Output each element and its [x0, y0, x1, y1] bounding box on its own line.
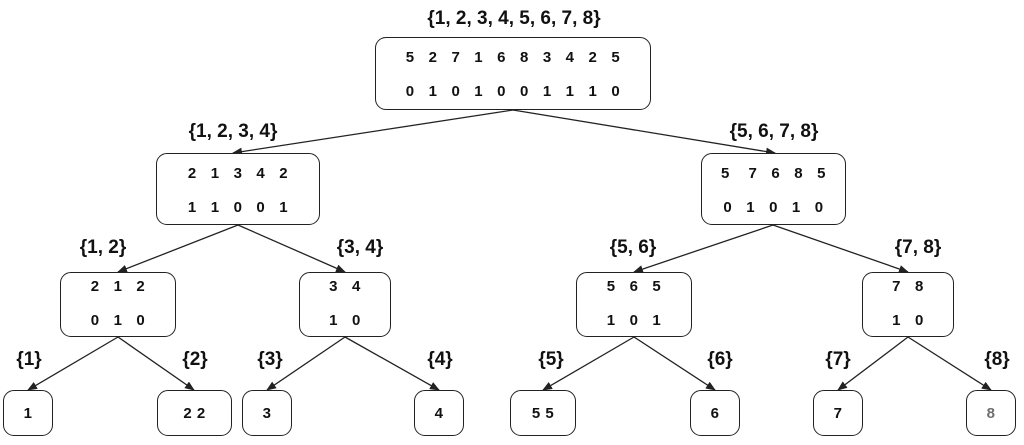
node-5678: 5 7 6 8 5 0 1 0 1 0 — [701, 153, 846, 225]
node-34-bits: 1 0 — [329, 312, 361, 329]
edge-56-5 — [542, 336, 635, 391]
edge-34-4 — [344, 336, 440, 391]
leaf-7-label: {7} — [825, 349, 851, 370]
leaf-5-label: {5} — [538, 349, 564, 370]
edge-78-7 — [837, 336, 909, 391]
leaf-2: 2 2 — [157, 390, 232, 436]
node-1234-bits: 1 1 0 0 1 — [187, 199, 289, 216]
leaf-1-label: {1} — [16, 349, 42, 370]
edge-root-5678 — [512, 109, 776, 156]
edge-34-3 — [266, 336, 346, 391]
leaf-2-value: 2 2 — [183, 404, 206, 422]
leaf-5-value: 5 5 — [531, 404, 555, 422]
edge-5678-56 — [633, 224, 774, 273]
node-1234-label: {1, 2, 3, 4} — [188, 121, 278, 142]
node-56: 5 6 5 1 0 1 — [576, 272, 692, 337]
leaf-8: 8 — [966, 390, 1016, 436]
node-78-label: {7, 8} — [894, 237, 942, 258]
root-values: 5 2 7 1 6 8 3 4 2 5 — [405, 49, 621, 66]
node-12: 2 1 2 0 1 0 — [60, 272, 176, 337]
edge-12-2 — [117, 336, 195, 391]
edge-12-1 — [27, 336, 119, 391]
leaf-6-label: {6} — [707, 349, 733, 370]
leaf-7: 7 — [813, 390, 863, 436]
node-1234-values: 2 1 3 4 2 — [187, 165, 289, 182]
node-12-values: 2 1 2 — [90, 278, 146, 295]
leaf-3-value: 3 — [262, 404, 272, 422]
leaf-2-label: {2} — [182, 349, 208, 370]
node-12-label: {1, 2} — [79, 237, 127, 258]
node-56-values: 5 6 5 — [606, 278, 662, 295]
node-5678-bits: 0 1 0 1 0 — [723, 199, 824, 216]
leaf-4: 4 — [414, 390, 464, 436]
leaf-3-label: {3} — [257, 349, 283, 370]
node-56-bits: 1 0 1 — [606, 312, 662, 329]
edge-root-1234 — [232, 109, 514, 156]
node-34-label: {3, 4} — [336, 237, 384, 258]
leaf-6-value: 6 — [710, 404, 720, 422]
node-5678-values: 5 7 6 8 5 — [721, 165, 826, 182]
edge-78-8 — [907, 336, 992, 391]
node-78: 7 8 1 0 — [862, 272, 954, 337]
node-78-values: 7 8 — [892, 278, 924, 295]
leaf-1: 1 — [3, 390, 53, 436]
leaf-8-value: 8 — [986, 404, 996, 422]
leaf-4-label: {4} — [427, 349, 453, 370]
node-12-bits: 0 1 0 — [90, 312, 146, 329]
node-34: 3 4 1 0 — [299, 272, 391, 337]
leaf-1-value: 1 — [23, 404, 33, 422]
edge-56-6 — [633, 336, 716, 391]
node-1234: 2 1 3 4 2 1 1 0 0 1 — [156, 153, 320, 225]
edge-5678-78 — [772, 224, 909, 273]
root-node: 5 2 7 1 6 8 3 4 2 5 0 1 0 1 0 0 1 1 1 0 — [375, 37, 651, 110]
root-label: {1, 2, 3, 4, 5, 6, 7, 8} — [427, 8, 601, 29]
edge-1234-12 — [117, 224, 239, 273]
leaf-4-value: 4 — [434, 404, 444, 422]
edge-1234-34 — [237, 224, 346, 273]
leaf-7-value: 7 — [833, 404, 843, 422]
leaf-8-label: {8} — [984, 349, 1010, 370]
leaf-3: 3 — [242, 390, 292, 436]
leaf-6: 6 — [690, 390, 740, 436]
root-bits: 0 1 0 1 0 0 1 1 1 0 — [405, 83, 621, 100]
node-56-label: {5, 6} — [609, 237, 657, 258]
leaf-5: 5 5 — [510, 390, 576, 436]
node-78-bits: 1 0 — [892, 312, 924, 329]
node-5678-label: {5, 6, 7, 8} — [729, 121, 819, 142]
node-34-values: 3 4 — [329, 278, 361, 295]
